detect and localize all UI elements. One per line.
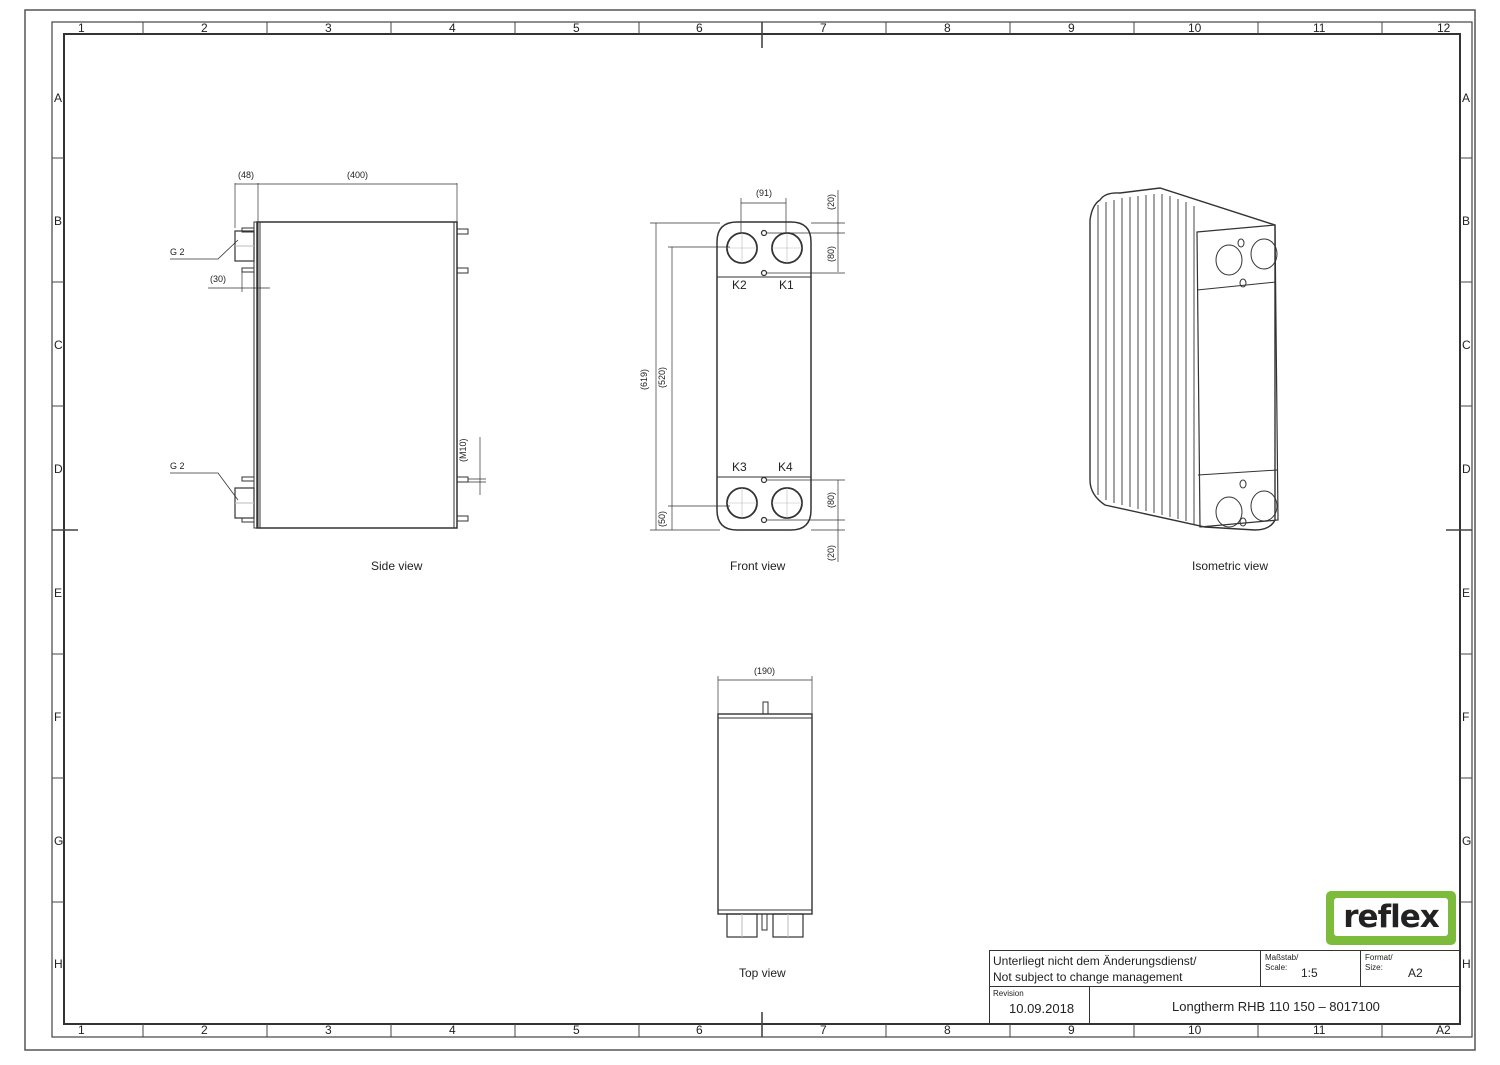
zone-row-f-right: F — [1462, 710, 1470, 724]
side-view-caption: Side view — [371, 559, 423, 573]
isometric-view-drawing — [1089, 187, 1279, 531]
zone-col-9: 9 — [1068, 21, 1075, 35]
zone-row-d-right: D — [1462, 462, 1471, 476]
format-value: A2 — [1408, 966, 1423, 980]
drawing-frame-inner — [63, 33, 1461, 1025]
port-label-k3: K3 — [732, 460, 747, 474]
zone-col-4: 4 — [449, 21, 456, 35]
drawing-title: Longtherm RHB 110 150 – 8017100 — [1172, 999, 1380, 1014]
side-connection-bottom: G 2 — [170, 461, 185, 471]
front-dim-520: (520) — [657, 366, 667, 388]
front-dim-91: (91) — [756, 188, 773, 198]
zone-row-a-right: A — [1462, 91, 1471, 105]
side-connection-top: G 2 — [170, 247, 185, 257]
zone-col-8: 8 — [944, 21, 951, 35]
top-dim-190: (190) — [754, 666, 776, 676]
front-dim-80-bottom: (80) — [826, 491, 836, 508]
zone-col-7: 7 — [820, 21, 827, 35]
front-dim-80-top: (80) — [826, 245, 836, 262]
zone-row-c: C — [54, 338, 63, 352]
zone-row-e: E — [54, 586, 63, 600]
format-cell: Format/ Size: A2 — [1360, 950, 1460, 987]
zone-col-5: 5 — [573, 21, 580, 35]
zone-col-3-bottom: 3 — [325, 1023, 332, 1037]
zone-col-7-bottom: 7 — [820, 1023, 827, 1037]
change-notice-cell: Unterliegt nicht dem Änderungsdienst/ No… — [989, 950, 1261, 987]
zone-row-b-right: B — [1462, 214, 1471, 228]
zone-row-b: B — [54, 214, 63, 228]
change-notice-en: Not subject to change management — [993, 970, 1183, 984]
front-dim-50: (50) — [657, 510, 667, 527]
scale-cell: Maßstab/ Scale: 1:5 — [1260, 950, 1361, 987]
sheet-size-marker: A2 — [1436, 1023, 1451, 1037]
zone-col-2: 2 — [201, 21, 208, 35]
top-view-caption: Top view — [739, 966, 786, 980]
reflex-logo: reflex — [1326, 891, 1456, 945]
zone-col-6-bottom: 6 — [696, 1023, 703, 1037]
zone-row-h-right: H — [1462, 957, 1471, 971]
front-dim-20-bottom: (20) — [826, 544, 836, 561]
zone-row-a: A — [54, 91, 63, 105]
format-label-en: Size: — [1365, 963, 1383, 972]
front-view-caption: Front view — [730, 559, 786, 573]
front-dim-20-top: (20) — [826, 193, 836, 210]
zone-col-9-bottom: 9 — [1068, 1023, 1075, 1037]
front-view-drawing — [650, 190, 845, 562]
zone-row-h: H — [54, 957, 63, 971]
port-label-k4: K4 — [778, 460, 793, 474]
zone-col-11: 11 — [1313, 21, 1326, 35]
isometric-view-caption: Isometric view — [1192, 559, 1269, 573]
change-notice-de: Unterliegt nicht dem Änderungsdienst/ — [993, 954, 1197, 968]
zone-row-c-right: C — [1462, 338, 1471, 352]
port-label-k1: K1 — [779, 278, 794, 292]
top-view-drawing — [717, 676, 813, 938]
format-label-de: Format/ — [1365, 953, 1393, 962]
zone-col-5-bottom: 5 — [573, 1023, 580, 1037]
reflex-logo-text: reflex — [1334, 898, 1448, 936]
port-label-k2: K2 — [732, 278, 747, 292]
zone-row-g-right: G — [1462, 834, 1472, 848]
zone-col-1-bottom: 1 — [78, 1023, 85, 1037]
zone-col-10-bottom: 10 — [1188, 1023, 1202, 1037]
zone-col-6: 6 — [696, 21, 703, 35]
zone-row-f: F — [54, 710, 62, 724]
zone-col-2-bottom: 2 — [201, 1023, 208, 1037]
zone-col-8-bottom: 8 — [944, 1023, 951, 1037]
scale-label-de: Maßstab/ — [1265, 953, 1299, 962]
sheet-border — [24, 9, 1476, 1051]
side-dim-m10: (M10) — [458, 438, 468, 462]
zone-col-1: 1 — [78, 21, 85, 35]
zone-col-12: 12 — [1437, 21, 1451, 35]
revision-date: 10.09.2018 — [1009, 1001, 1075, 1016]
zone-row-e-right: E — [1462, 586, 1471, 600]
zone-col-3: 3 — [325, 21, 332, 35]
revision-cell: Revision 10.09.2018 — [989, 986, 1090, 1024]
side-view-drawing — [170, 183, 486, 529]
zone-col-4-bottom: 4 — [449, 1023, 456, 1037]
scale-value: 1:5 — [1301, 966, 1318, 980]
side-dim-30: (30) — [210, 274, 227, 284]
side-dim-48: (48) — [238, 170, 255, 180]
front-dim-619: (619) — [639, 368, 649, 390]
column-ticks — [52, 22, 1472, 1037]
drawing-title-cell: Longtherm RHB 110 150 – 8017100 — [1089, 986, 1460, 1024]
revision-label: Revision — [993, 989, 1024, 998]
zone-col-11-bottom: 11 — [1313, 1023, 1326, 1037]
zone-row-d: D — [54, 462, 63, 476]
zone-row-g: G — [54, 834, 64, 848]
scale-label-en: Scale: — [1265, 963, 1288, 972]
side-dim-400: (400) — [347, 170, 369, 180]
zone-col-10: 10 — [1188, 21, 1202, 35]
